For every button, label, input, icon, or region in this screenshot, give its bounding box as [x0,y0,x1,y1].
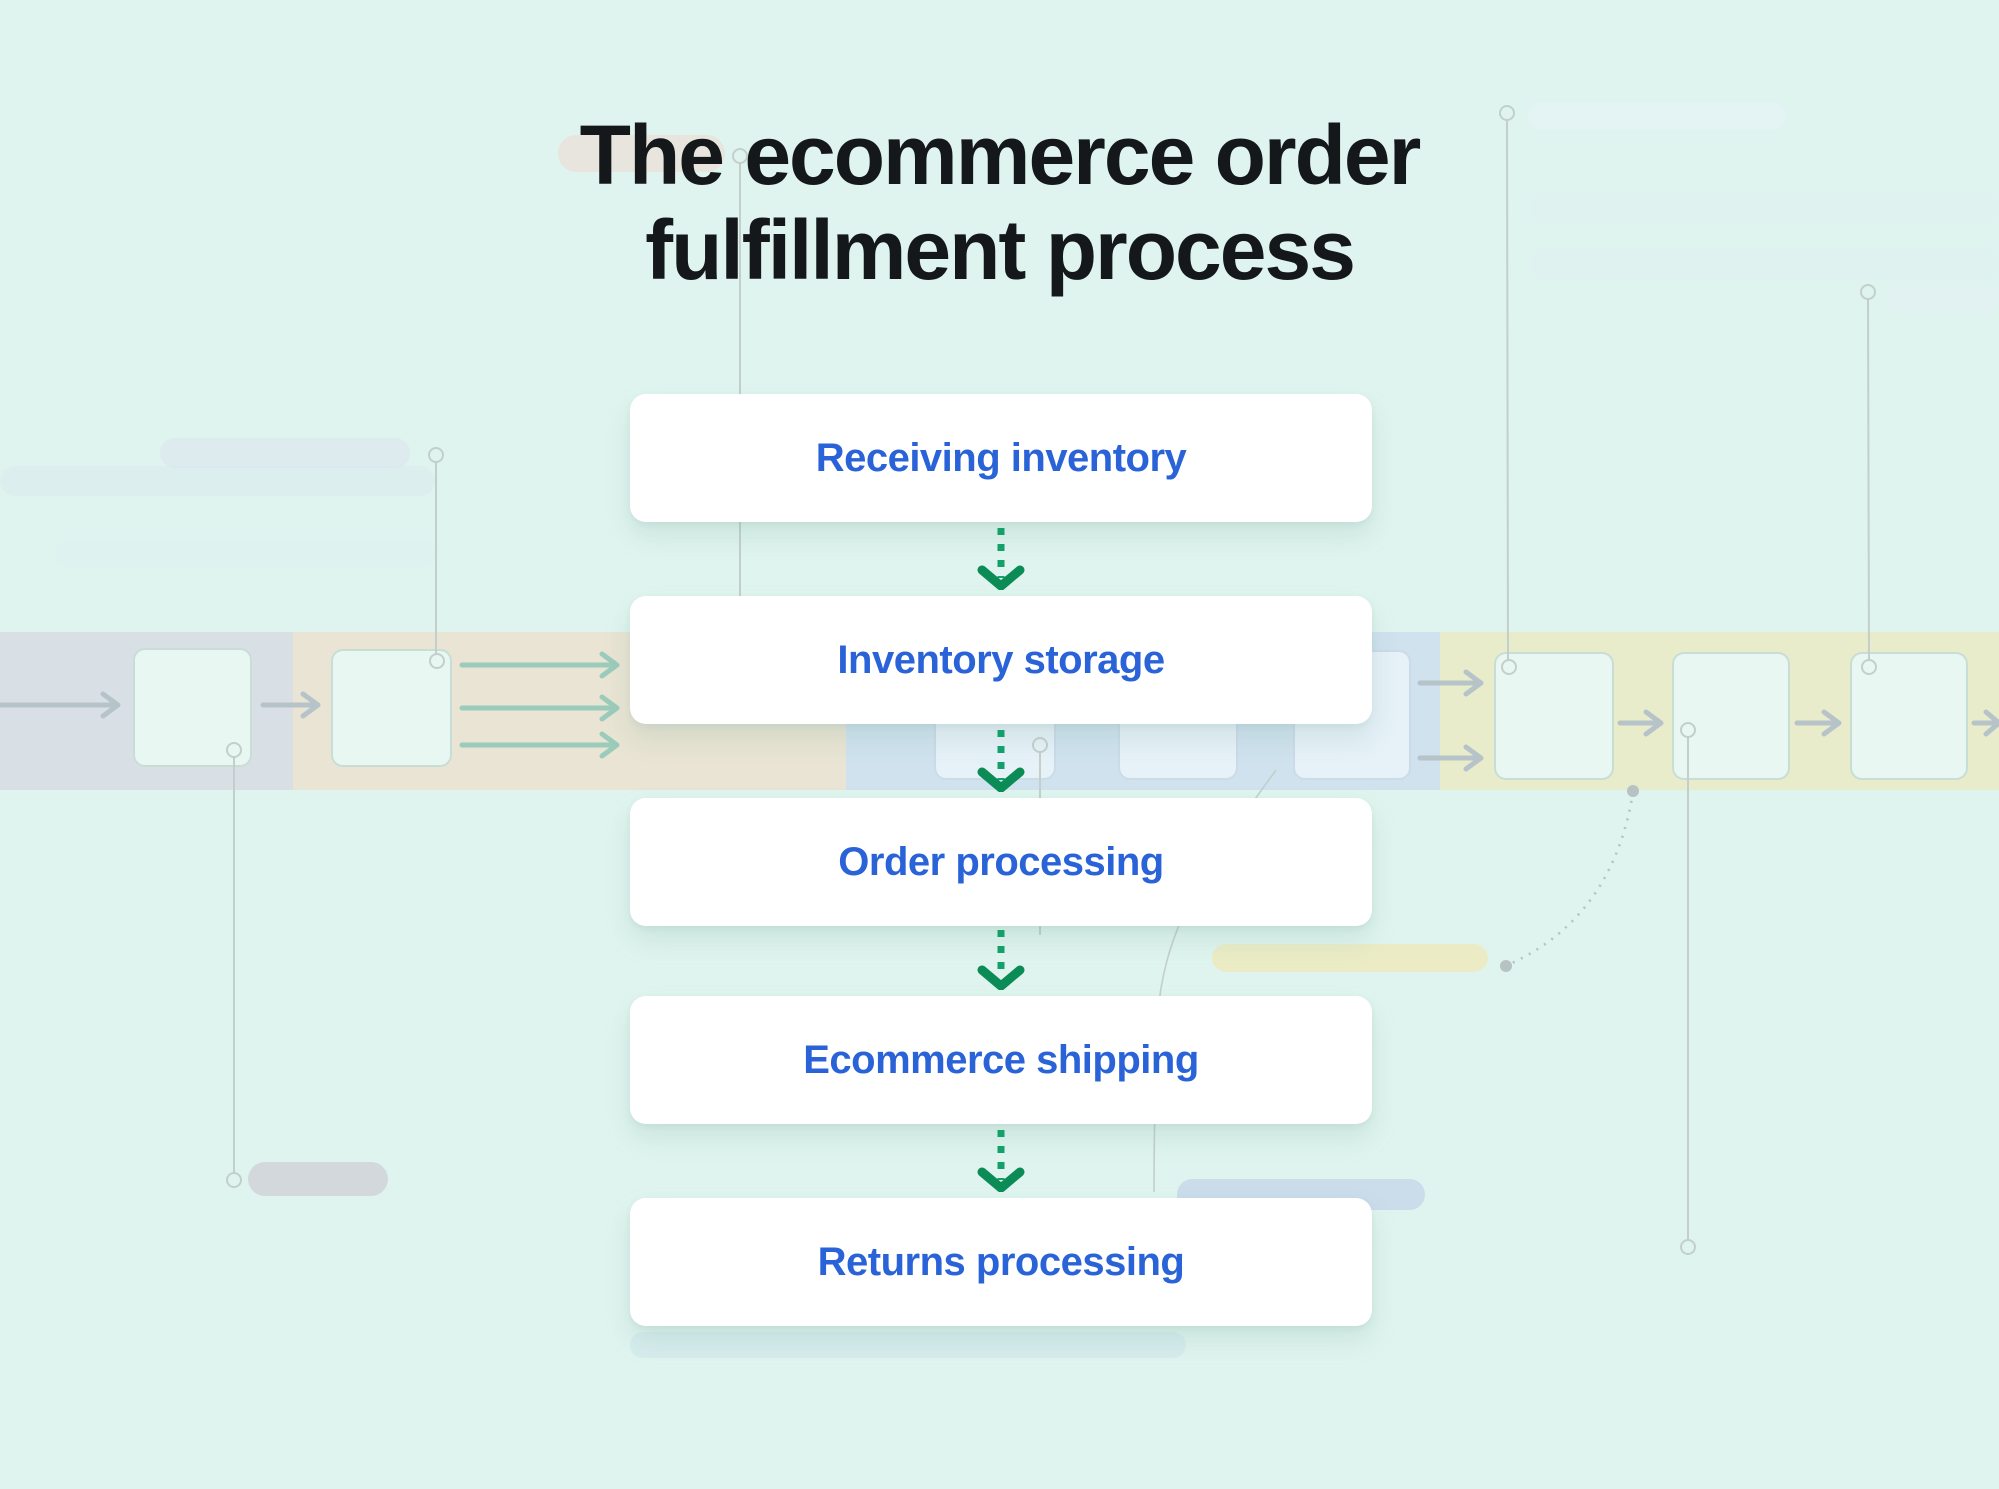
arrow-down-icon [977,730,1025,792]
placeholder-pill [1528,102,1786,130]
gray-arrow-icons [0,669,1999,772]
flow-node-box [331,649,452,767]
arrow-down-icon [977,930,1025,990]
step-label: Order processing [838,839,1164,884]
arrow-down-icon [977,528,1025,590]
page-title-line1: The ecommerce order [579,108,1422,202]
flow-node-box [133,648,252,767]
placeholder-pill [558,135,725,172]
flow-node-box [1672,652,1790,780]
arrow-down-icon [977,1130,1025,1192]
step-label: Inventory storage [837,637,1165,682]
step-card-order-processing: Order processing [630,798,1372,926]
step-card-returns-processing: Returns processing [630,1198,1372,1326]
placeholder-pill [160,438,410,468]
step-label: Receiving inventory [815,435,1187,480]
dotted-curve-connector [1511,791,1635,965]
step-card-receiving-inventory: Receiving inventory [630,394,1372,522]
placeholder-pill [55,540,435,568]
step-label: Ecommerce shipping [803,1037,1199,1082]
step-card-inventory-storage: Inventory storage [630,596,1372,724]
step-label: Returns processing [817,1239,1185,1284]
page-title: The ecommerce order fulfillment process [0,108,1999,298]
page-title-line2: fulfillment process [645,202,1356,297]
flow-node-box [1494,652,1614,780]
green-arrow-icons [459,651,620,759]
placeholder-pill [1530,248,1999,280]
placeholder-pill [630,1332,1186,1358]
placeholder-pill [0,466,435,496]
step-card-ecommerce-shipping: Ecommerce shipping [630,996,1372,1124]
placeholder-pill [1212,944,1488,972]
placeholder-pill [1530,192,1999,224]
placeholder-pill [248,1162,388,1196]
flow-node-box [1850,652,1968,780]
placeholder-pill [1887,285,1999,313]
